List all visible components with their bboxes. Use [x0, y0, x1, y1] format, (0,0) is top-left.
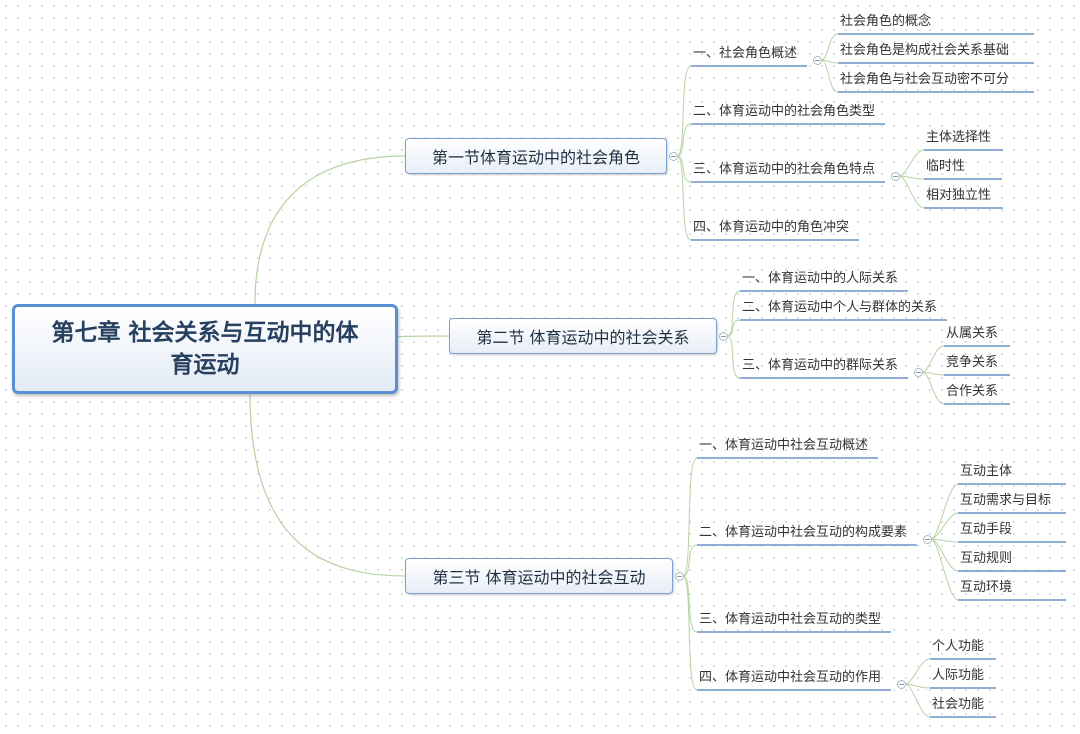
section-2-title: 第二节 体育运动中的社会关系 — [476, 328, 690, 347]
section-3-title: 第三节 体育运动中的社会互动 — [432, 568, 646, 587]
section-1-topic-3[interactable]: 三、体育运动中的社会角色特点 — [693, 162, 876, 177]
section-1-topic-1-collapse-icon[interactable] — [813, 56, 822, 65]
connector — [682, 457, 698, 577]
section-2-topic-3[interactable]: 三、体育运动中的群际关系 — [742, 358, 899, 373]
section-3-topic-4-collapse-icon[interactable] — [897, 680, 906, 689]
central-topic-text: 第七章 社会关系与互动中的体育运动 — [51, 319, 359, 378]
section-2-box[interactable]: 第二节 体育运动中的社会关系 — [449, 318, 717, 354]
section-1-topic-1-detail-2[interactable]: 社会角色是构成社会关系基础 — [840, 43, 1010, 58]
section-3-topic-2-detail-2[interactable]: 互动需求与目标 — [960, 493, 1052, 508]
section-3-topic-2-detail-5[interactable]: 互动环境 — [960, 580, 1013, 595]
connector — [676, 123, 692, 157]
section-3-topic-4-detail-1[interactable]: 个人功能 — [932, 639, 985, 654]
section-1-box[interactable]: 第一节体育运动中的社会角色 — [405, 138, 667, 174]
connector — [676, 155, 692, 241]
section-3-collapse-icon[interactable] — [675, 572, 684, 581]
section-1-topic-3-detail-2[interactable]: 临时性 — [926, 159, 966, 174]
connector — [392, 335, 450, 341]
connector — [820, 59, 839, 93]
connector — [726, 335, 741, 379]
connector — [676, 155, 692, 183]
section-2-topic-3-detail-3[interactable]: 合作关系 — [946, 384, 999, 399]
section-2-topic-1[interactable]: 一、体育运动中的人际关系 — [742, 271, 899, 286]
section-2-topic-2[interactable]: 二、体育运动中个人与群体的关系 — [742, 300, 938, 315]
connector — [676, 65, 692, 157]
section-2-topic-3-detail-1[interactable]: 从属关系 — [946, 326, 999, 341]
section-3-topic-1[interactable]: 一、体育运动中社会互动概述 — [699, 438, 869, 453]
connector — [930, 512, 959, 540]
section-3-topic-2-detail-4[interactable]: 互动规则 — [960, 551, 1013, 566]
connector — [930, 538, 959, 601]
section-1-title: 第一节体育运动中的社会角色 — [431, 148, 640, 167]
connector — [682, 575, 698, 633]
section-3-topic-2-collapse-icon[interactable] — [923, 535, 932, 544]
section-3-topic-3[interactable]: 三、体育运动中社会互动的类型 — [699, 612, 882, 627]
connector — [921, 345, 945, 373]
connector — [682, 544, 698, 577]
section-1-topic-1-detail-1[interactable]: 社会角色的概念 — [840, 14, 932, 29]
section-3-topic-4[interactable]: 四、体育运动中社会互动的作用 — [699, 670, 882, 685]
section-3-topic-4-detail-3[interactable]: 社会功能 — [932, 697, 985, 712]
connector — [254, 155, 406, 305]
section-2-topic-3-collapse-icon[interactable] — [914, 368, 923, 377]
connector — [921, 371, 945, 405]
central-topic[interactable]: 第七章 社会关系与互动中的体育运动 — [12, 304, 398, 394]
section-2-collapse-icon[interactable] — [719, 332, 728, 341]
section-3-topic-2-detail-3[interactable]: 互动手段 — [960, 522, 1013, 537]
section-2-topic-3-detail-2[interactable]: 竞争关系 — [946, 355, 999, 370]
connector — [898, 149, 925, 177]
connector — [682, 575, 698, 691]
section-1-topic-3-collapse-icon[interactable] — [891, 172, 900, 181]
section-1-topic-4[interactable]: 四、体育运动中的角色冲突 — [693, 220, 850, 235]
connector — [249, 393, 406, 577]
connector — [726, 290, 741, 337]
section-1-topic-2[interactable]: 二、体育运动中的社会角色类型 — [693, 104, 876, 119]
section-1-topic-1-detail-3[interactable]: 社会角色与社会互动密不可分 — [840, 72, 1010, 87]
section-1-collapse-icon[interactable] — [669, 152, 678, 161]
connector — [930, 483, 959, 540]
connector — [904, 658, 931, 685]
connector — [898, 175, 925, 209]
section-3-topic-2[interactable]: 二、体育运动中社会互动的构成要素 — [699, 525, 908, 540]
connector — [904, 683, 931, 718]
section-3-box[interactable]: 第三节 体育运动中的社会互动 — [405, 558, 673, 594]
section-3-topic-4-detail-2[interactable]: 人际功能 — [932, 668, 985, 683]
connector — [820, 33, 839, 61]
section-1-topic-1[interactable]: 一、社会角色概述 — [693, 46, 798, 61]
section-1-topic-3-detail-3[interactable]: 相对独立性 — [926, 188, 992, 203]
section-1-topic-3-detail-1[interactable]: 主体选择性 — [926, 130, 992, 145]
connector — [726, 319, 741, 337]
section-3-topic-2-detail-1[interactable]: 互动主体 — [960, 464, 1013, 479]
